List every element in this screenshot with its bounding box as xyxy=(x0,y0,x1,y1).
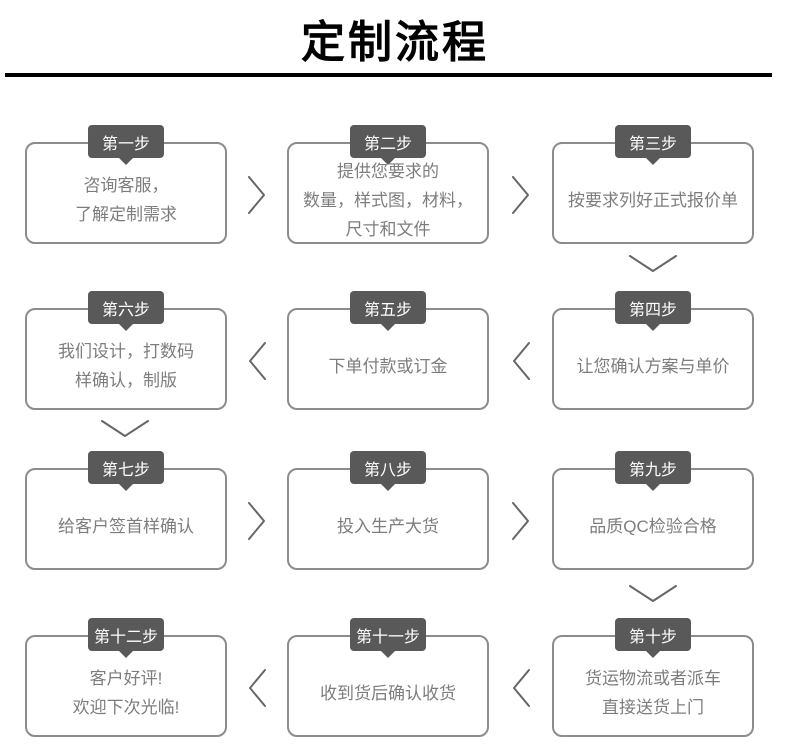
step-2-text-line: 数量，样式图，材料， xyxy=(303,190,473,210)
step-1: 第一步 咨询客服， 了解定制需求 xyxy=(25,125,227,244)
step-12-badge: 第十二步 xyxy=(88,618,164,651)
step-10-badge: 第十步 xyxy=(615,618,691,651)
step-7-badge-label: 第七步 xyxy=(101,461,150,479)
arrow-right-icon xyxy=(512,176,530,214)
step-6-text-line: 我们设计，打数码 xyxy=(58,342,194,361)
arrow-right-icon xyxy=(512,502,530,540)
step-2-badge-label: 第二步 xyxy=(363,135,412,153)
step-12-text-line: 客户好评! xyxy=(89,669,163,688)
step-6-badge: 第六步 xyxy=(88,291,164,324)
step-4-badge: 第四步 xyxy=(615,291,691,324)
step-9-box: 品质QC检验合格 xyxy=(552,468,754,570)
step-3-badge: 第三步 xyxy=(615,125,691,158)
step-6: 第六步 我们设计，打数码 样确认，制版 xyxy=(25,291,227,410)
step-11-text-line: 收到货后确认收货 xyxy=(320,683,456,703)
step-4-badge-label: 第四步 xyxy=(628,301,677,319)
step-8-badge-label: 第八步 xyxy=(363,461,412,479)
step-11-badge-label: 第十一步 xyxy=(355,628,420,646)
step-8-badge: 第八步 xyxy=(350,451,426,484)
step-6-badge-label: 第六步 xyxy=(101,301,150,319)
step-11-badge: 第十一步 xyxy=(350,618,426,651)
arrow-left-icon xyxy=(248,342,266,380)
step-9-text-line: 品质QC检验合格 xyxy=(589,516,717,536)
arrow-right-icon xyxy=(248,176,266,214)
arrow-down-icon xyxy=(629,585,677,603)
arrow-left-icon xyxy=(512,342,530,380)
step-12-text-line: 欢迎下次光临! xyxy=(72,698,180,717)
step-2-text-line: 尺寸和文件 xyxy=(345,219,431,239)
step-5-text-line: 下单付款或订金 xyxy=(328,356,448,376)
step-3-text-line: 按要求列好正式报价单 xyxy=(568,190,738,210)
step-5: 第五步 下单付款或订金 xyxy=(287,291,489,410)
step-2-text-line: 提供您要求的 xyxy=(337,161,439,181)
step-2-badge: 第二步 xyxy=(350,125,426,158)
step-12: 第十二步 客户好评! 欢迎下次光临! xyxy=(25,618,227,737)
step-7-text-line: 给客户签首样确认 xyxy=(58,516,194,536)
arrow-left-icon xyxy=(512,669,530,707)
step-6-text-line: 样确认，制版 xyxy=(75,371,177,390)
step-5-badge: 第五步 xyxy=(350,291,426,324)
step-1-badge: 第一步 xyxy=(88,125,164,158)
step-8: 第八步 投入生产大货 xyxy=(287,451,489,570)
step-9: 第九步 品质QC检验合格 xyxy=(552,451,754,570)
page-title: 定制流程 xyxy=(301,18,489,67)
step-9-badge-label: 第九步 xyxy=(628,461,677,479)
step-5-badge-label: 第五步 xyxy=(363,301,412,319)
step-4-text-line: 让您确认方案与单价 xyxy=(576,356,730,376)
step-3-badge-label: 第三步 xyxy=(628,135,677,153)
step-5-box: 下单付款或订金 xyxy=(287,308,489,410)
step-3: 第三步 按要求列好正式报价单 xyxy=(552,125,754,244)
step-2: 第二步 提供您要求的 数量，样式图，材料， 尺寸和文件 xyxy=(287,125,489,244)
step-10-text-line: 直接送货上门 xyxy=(602,698,704,717)
title-divider xyxy=(5,73,772,77)
arrow-right-icon xyxy=(248,502,266,540)
arrow-left-icon xyxy=(248,669,266,707)
step-4: 第四步 让您确认方案与单价 xyxy=(552,291,754,410)
step-11: 第十一步 收到货后确认收货 xyxy=(287,618,489,737)
step-12-badge-label: 第十二步 xyxy=(93,628,158,646)
step-8-text-line: 投入生产大货 xyxy=(337,516,439,536)
step-10: 第十步 货运物流或者派车 直接送货上门 xyxy=(552,618,754,737)
step-10-badge-label: 第十步 xyxy=(628,628,677,646)
step-1-badge-label: 第一步 xyxy=(101,135,150,153)
step-1-text-line: 了解定制需求 xyxy=(75,205,177,224)
step-9-badge: 第九步 xyxy=(615,451,691,484)
arrow-down-icon xyxy=(629,255,677,273)
step-7: 第七步 给客户签首样确认 xyxy=(25,451,227,570)
step-1-text-line: 咨询客服， xyxy=(83,176,169,195)
step-10-text-line: 货运物流或者派车 xyxy=(585,669,721,688)
arrow-down-icon xyxy=(101,420,149,438)
step-7-badge: 第七步 xyxy=(88,451,164,484)
